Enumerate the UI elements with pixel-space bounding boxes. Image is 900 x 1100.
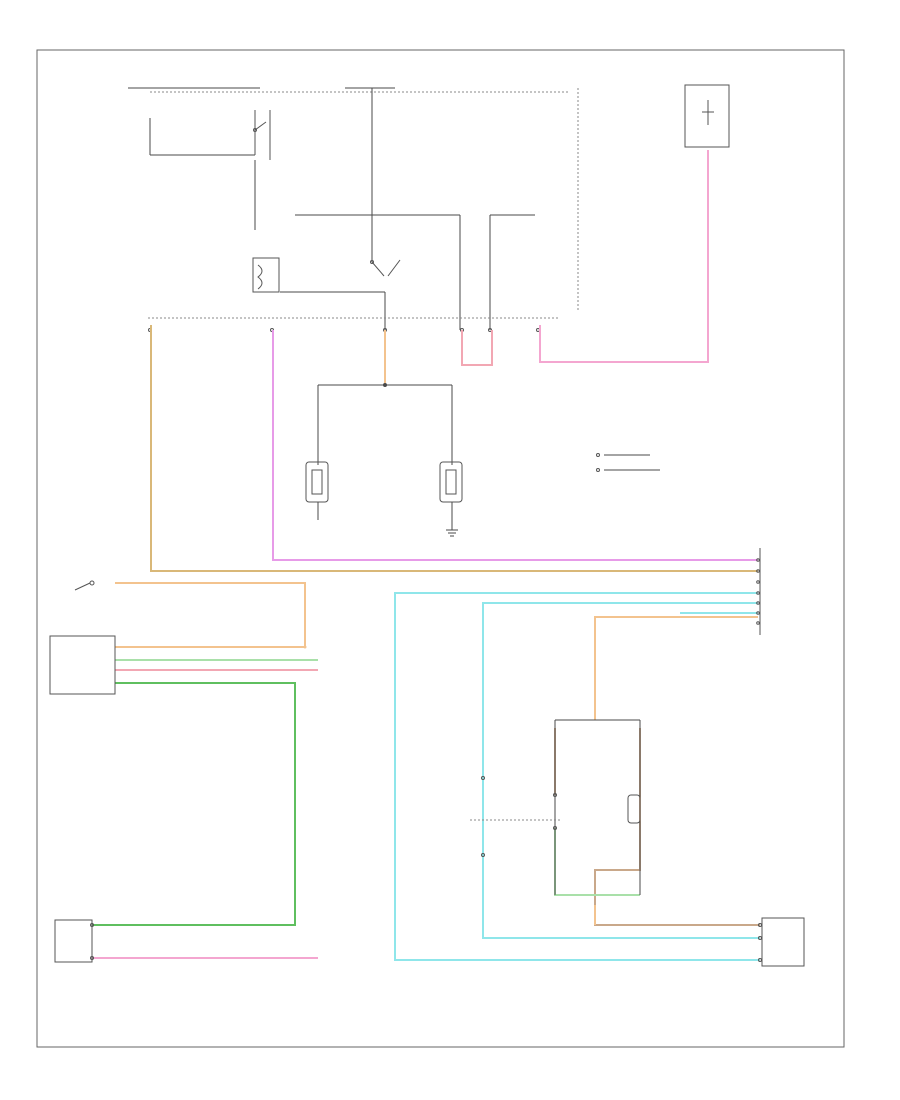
top-power-section <box>128 84 730 332</box>
relay-coil-icon <box>252 257 280 293</box>
legend <box>596 453 660 472</box>
light-green-wire-2 <box>554 828 640 896</box>
black-split <box>317 384 453 465</box>
cyan-wire-1 <box>394 592 760 961</box>
underhood-fuse-module <box>684 84 730 148</box>
engine-control-module <box>756 548 761 635</box>
solenoid-icon <box>305 461 329 520</box>
pressure-sensor-block <box>470 719 641 895</box>
blower-switch <box>74 580 95 591</box>
orange-wire-right <box>594 616 758 720</box>
magenta-wire <box>272 330 758 561</box>
bottom-right-connector <box>758 917 805 967</box>
solenoid-icon <box>439 461 463 537</box>
pink-wire <box>539 150 709 363</box>
diagram-frame <box>36 49 845 1048</box>
rose-wire <box>461 330 493 366</box>
ac-compressor-relay <box>370 259 401 277</box>
orange-wire-left <box>115 582 306 648</box>
ground-icon <box>446 529 458 537</box>
green-wire <box>92 682 296 926</box>
tan-wire <box>150 325 758 572</box>
splice-dot-icon <box>303 383 387 649</box>
wires <box>92 150 760 961</box>
pressure-switch <box>253 110 271 160</box>
connector-pin-icon <box>148 328 540 332</box>
bottom-left-connector <box>54 919 94 963</box>
hvac-control-module <box>49 635 116 695</box>
cyan-wire-2 <box>482 602 760 939</box>
